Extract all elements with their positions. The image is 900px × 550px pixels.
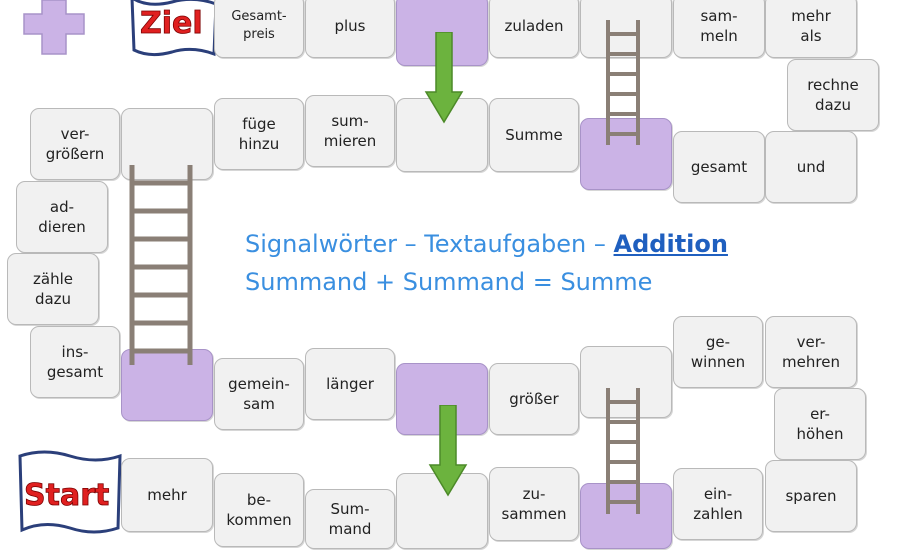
tile-5 — [580, 0, 672, 58]
tile-23: länger — [305, 348, 395, 420]
tile-2: plus — [305, 0, 395, 58]
tile-26 — [580, 346, 672, 418]
tile-30: mehr — [121, 458, 213, 532]
tile-34: zu- sammen — [489, 467, 579, 541]
tile-21 — [121, 349, 213, 421]
down-arrow-icon — [428, 405, 468, 497]
tile-17: und — [765, 131, 857, 203]
plus-icon — [23, 0, 85, 55]
tile-22: gemein- sam — [214, 358, 304, 430]
goal-flag: Ziel — [130, 0, 218, 57]
tile-36: ein- zahlen — [673, 468, 763, 540]
page-title: Signalwörter – Textaufgaben – Addition — [245, 230, 728, 258]
tile-32: Sum- mand — [305, 489, 395, 549]
tile-14: Summe — [489, 98, 579, 172]
start-flag-label: Start — [24, 478, 109, 513]
down-arrow-icon — [424, 32, 464, 124]
tile-8: rechne dazu — [787, 59, 879, 131]
tile-12: sum- mieren — [305, 95, 395, 167]
tile-19: zähle dazu — [7, 253, 99, 325]
tile-28: ver- mehren — [765, 316, 857, 388]
tile-7: mehr als — [765, 0, 857, 58]
tile-16: gesamt — [673, 131, 765, 203]
tile-11: füge hinzu — [214, 98, 304, 170]
tile-20: ins- gesamt — [30, 326, 120, 398]
tile-15 — [580, 118, 672, 190]
ladder-icon — [129, 165, 193, 365]
tile-10 — [121, 108, 213, 180]
goal-flag-label: Ziel — [140, 6, 203, 41]
tile-6: sam- meln — [673, 0, 765, 58]
start-flag: Start — [18, 450, 122, 534]
ladder-icon — [606, 388, 640, 514]
tile-29: er- höhen — [774, 388, 866, 460]
tile-4: zuladen — [489, 0, 579, 58]
tile-1: Gesamt- preis — [214, 0, 304, 58]
ladder-icon — [606, 20, 640, 145]
title-highlight: Addition — [613, 230, 728, 258]
tile-9: ver- größern — [30, 108, 120, 180]
tile-31: be- kommen — [214, 473, 304, 547]
tile-18: ad- dieren — [16, 181, 108, 253]
page-subtitle: Summand + Summand = Summe — [245, 268, 653, 296]
tile-27: ge- winnen — [673, 316, 763, 388]
tile-35 — [580, 483, 672, 549]
tile-37: sparen — [765, 460, 857, 532]
tile-25: größer — [489, 363, 579, 435]
